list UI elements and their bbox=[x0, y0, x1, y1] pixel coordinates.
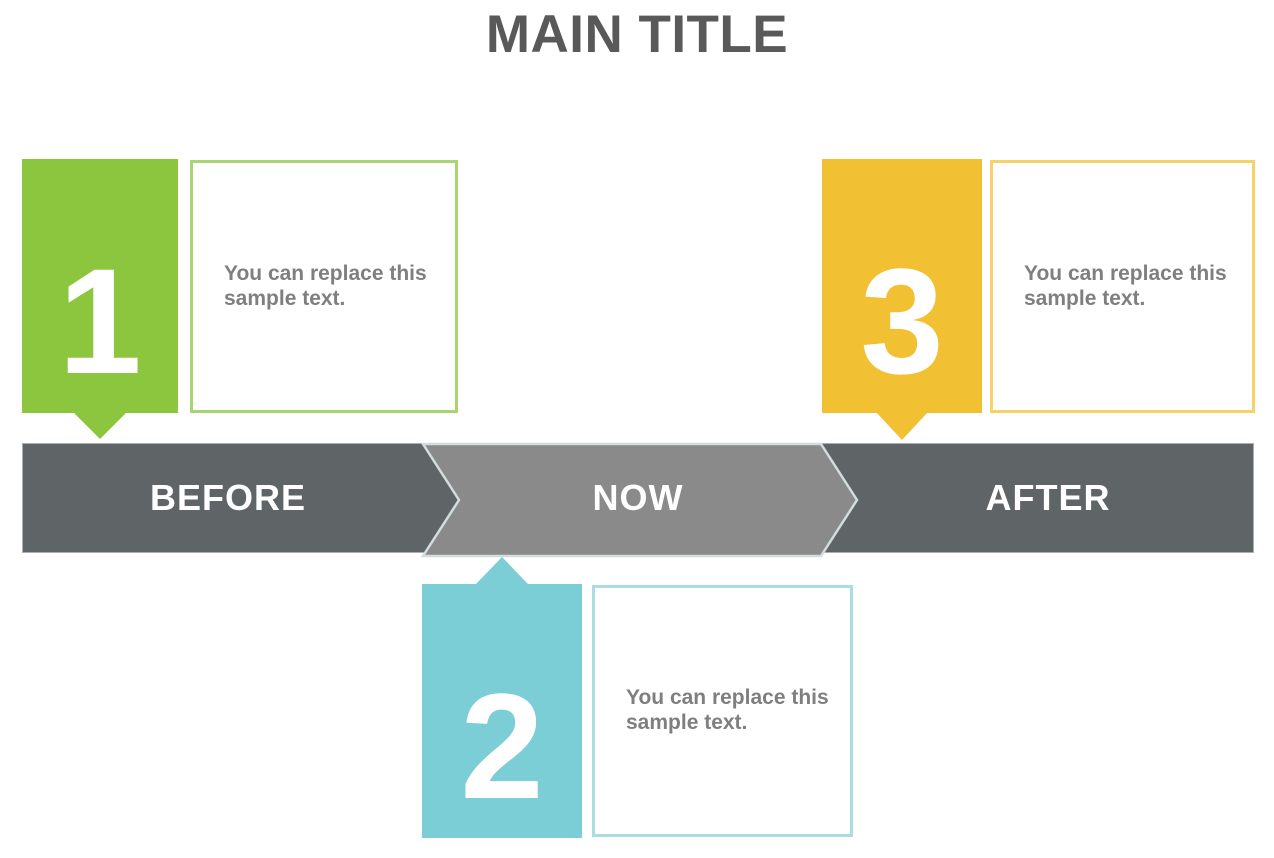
segment-label-before: BEFORE bbox=[149, 477, 306, 518]
main-title[interactable]: MAIN TITLE bbox=[485, 5, 789, 64]
now-chevron-shape bbox=[420, 442, 859, 558]
marker-1-number: 1 bbox=[58, 237, 142, 405]
sample-textbox-3[interactable]: You can replace this sample text. bbox=[990, 160, 1255, 413]
marker-3-flag: 3 bbox=[822, 159, 982, 413]
marker-2-pointer-up bbox=[476, 557, 528, 584]
segment-label-after: AFTER bbox=[985, 477, 1111, 518]
sample-textbox-2[interactable]: You can replace this sample text. bbox=[592, 585, 853, 837]
sample-text-2: You can replace this sample text. bbox=[626, 686, 829, 734]
timeline-segment-after[interactable]: AFTER bbox=[843, 444, 1253, 552]
marker-3-number: 3 bbox=[860, 237, 944, 405]
marker-3-pointer-down bbox=[876, 412, 928, 440]
marker-2-number: 2 bbox=[460, 662, 544, 830]
timeline-segment-now[interactable]: NOW bbox=[433, 444, 843, 552]
timeline-segment-before[interactable]: BEFORE bbox=[23, 444, 433, 552]
marker-2-flag: 2 bbox=[422, 584, 582, 838]
marker-1-flag: 1 bbox=[22, 159, 178, 413]
segment-label-now: NOW bbox=[592, 477, 684, 518]
marker-1-pointer-down bbox=[73, 412, 127, 439]
sample-text-3: You can replace this sample text. bbox=[1024, 261, 1227, 310]
sample-text-1: You can replace this sample text. bbox=[224, 261, 427, 310]
sample-textbox-1[interactable]: You can replace this sample text. bbox=[190, 160, 458, 413]
